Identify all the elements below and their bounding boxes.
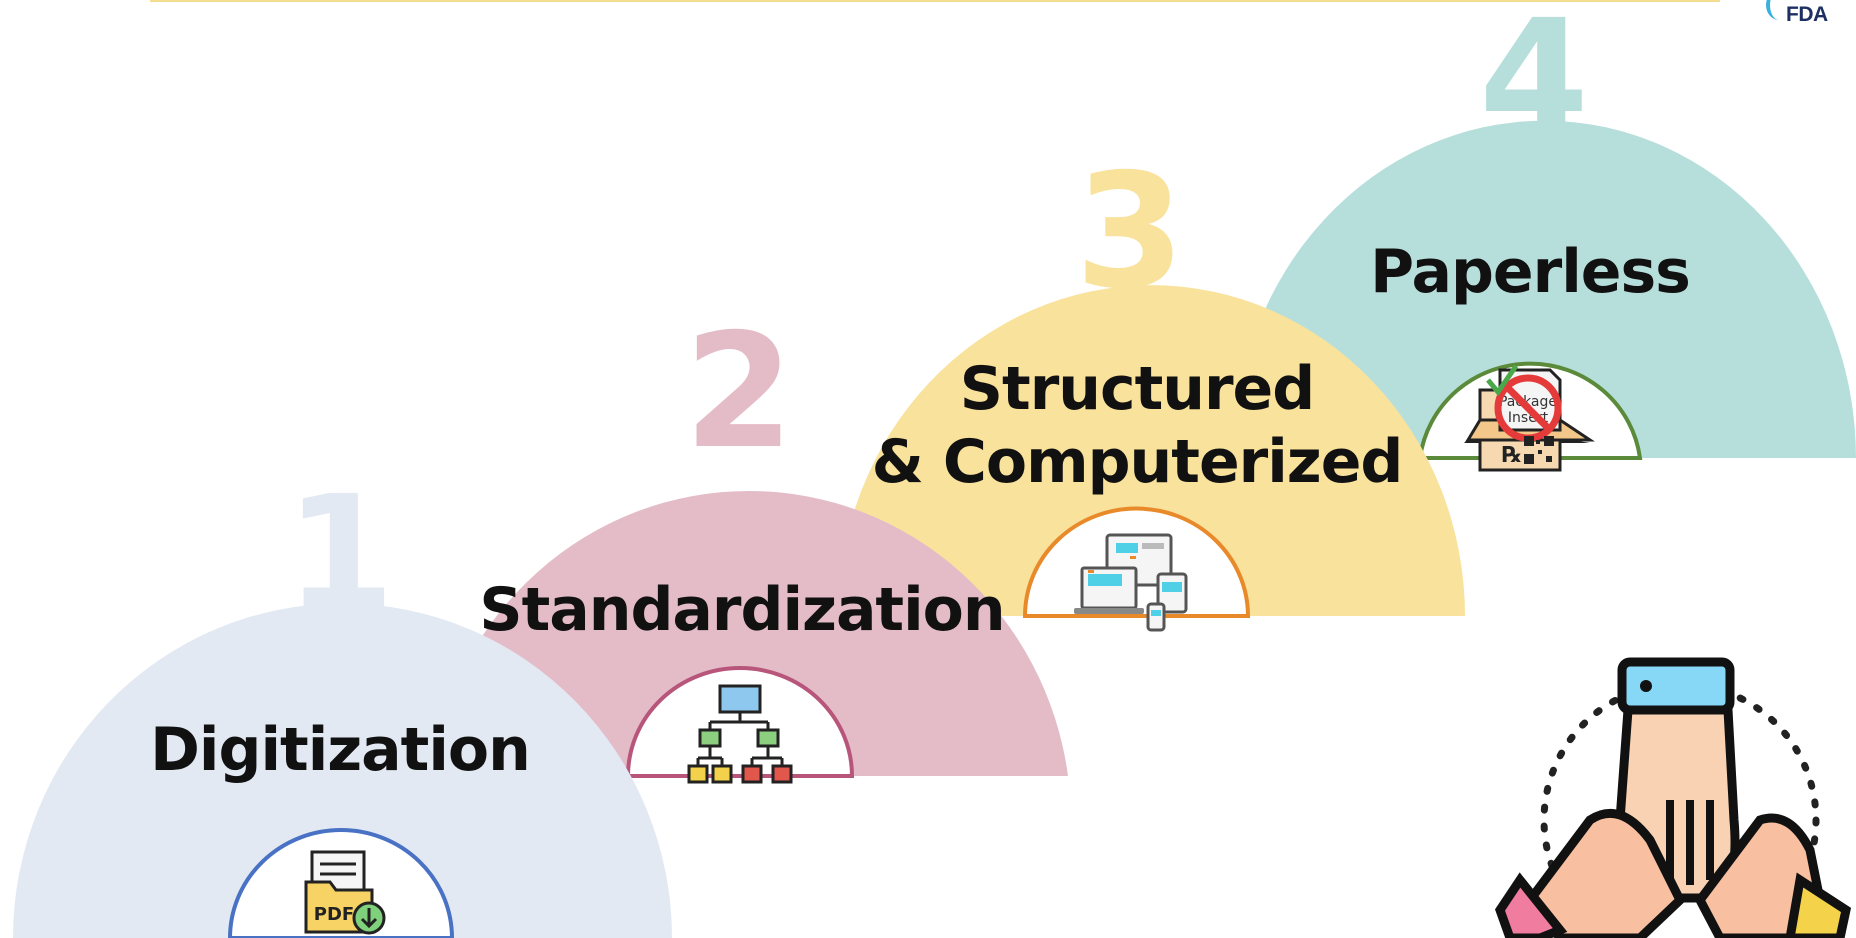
fda-logo: FDA — [1746, 0, 1856, 34]
step-1-number: 1 — [285, 462, 395, 646]
step-3-number: 3 — [1075, 140, 1185, 324]
pdf-download-icon: PDF — [304, 850, 386, 935]
step-2-dome — [430, 490, 1068, 776]
pdf-label: PDF — [314, 904, 354, 925]
step-3-label-line1: Structured — [960, 354, 1314, 424]
step-4: 4 Paperless Package Insert ℞ — [1233, 0, 1856, 472]
step-3: 3 Structured & Computerized — [838, 140, 1465, 632]
logo-swoosh-icon — [1766, 0, 1792, 20]
multi-device-icon — [1074, 533, 1188, 632]
step-1-dome — [13, 603, 672, 938]
step-3-dome — [838, 285, 1465, 616]
step-1-label: Digitization — [150, 715, 530, 785]
top-divider-line — [150, 0, 1720, 2]
step-4-label: Paperless — [1370, 237, 1690, 307]
step-2: 2 Standardization — [430, 300, 1068, 784]
step-1: 1 Digitization PDF — [13, 462, 672, 938]
step-2-label: Standardization — [479, 575, 1004, 645]
rx-symbol: ℞ — [1502, 443, 1522, 468]
step-2-number: 2 — [684, 300, 794, 484]
step-4-number: 4 — [1479, 0, 1589, 170]
step-4-dome — [1233, 120, 1856, 459]
step-3-label-line2: & Computerized — [872, 427, 1403, 497]
no-package-insert-qr-icon: Package Insert ℞ — [1464, 364, 1595, 472]
hierarchy-chart-icon — [687, 684, 793, 784]
hands-together-icon — [1495, 657, 1852, 938]
logo-text: FDA — [1786, 3, 1828, 26]
